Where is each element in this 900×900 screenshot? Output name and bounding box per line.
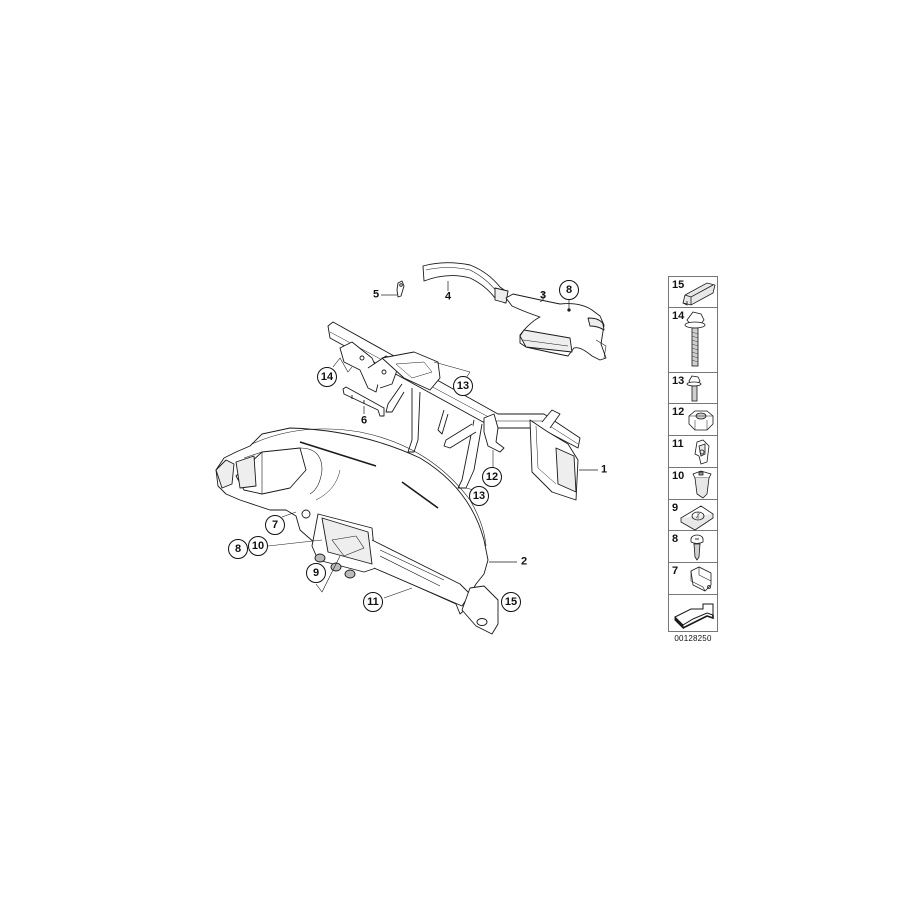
label-part-3: 3: [539, 289, 547, 302]
legend-item-8: 8: [669, 531, 717, 563]
legend-item-14: 14: [669, 308, 717, 373]
callout-8-duct: 8: [559, 280, 579, 300]
callout-10: 10: [248, 536, 268, 556]
callout-13-upper: 13: [453, 376, 473, 396]
callout-12: 12: [482, 467, 502, 487]
legend-item-10: 10: [669, 468, 717, 500]
direction-arrow-icon: [674, 603, 714, 630]
spring-clip-icon: [694, 439, 710, 465]
hex-flange-bolt-long-icon: [684, 311, 706, 367]
label-part-6: 6: [360, 414, 368, 427]
hex-nut-icon: [688, 410, 714, 431]
part-6-bracket: [342, 386, 385, 417]
legend-item-arrow: [669, 595, 717, 631]
edge-protector-strip-icon: [682, 282, 716, 306]
part-4-duct: [422, 262, 509, 304]
clip-nut-icon: [690, 566, 712, 592]
legend-item-7: 7: [669, 563, 717, 595]
sheet-metal-nut-icon: [680, 505, 714, 531]
part-5-clip: [381, 280, 405, 298]
part-2-dashboard: [215, 427, 517, 635]
callout-15: 15: [501, 592, 521, 612]
callout-14: 14: [317, 367, 337, 387]
callout-9: 9: [306, 563, 326, 583]
callout-7: 7: [265, 515, 285, 535]
legend-item-9: 9: [669, 500, 717, 531]
fastener-legend: 15 14 13 12: [668, 276, 718, 632]
expanding-nut-icon: [692, 470, 712, 499]
legend-item-15: 15: [669, 277, 717, 308]
label-part-5: 5: [372, 288, 380, 301]
part-1-carrier: [327, 321, 598, 501]
callout-13-lower: 13: [469, 486, 489, 506]
callout-11: 11: [363, 592, 383, 612]
legend-item-12: 12: [669, 404, 717, 436]
callout-8-dashboard: 8: [228, 539, 248, 559]
label-part-1: 1: [600, 463, 608, 476]
legend-item-13: 13: [669, 373, 717, 404]
label-part-4: 4: [444, 290, 452, 303]
diagram-reference-number: 00128250: [674, 634, 712, 643]
legend-item-11: 11: [669, 436, 717, 468]
part-3-duct: [505, 292, 607, 361]
label-part-2: 2: [520, 555, 528, 568]
torx-screw-icon: [690, 534, 704, 561]
hex-flange-bolt-short-icon: [686, 375, 702, 402]
